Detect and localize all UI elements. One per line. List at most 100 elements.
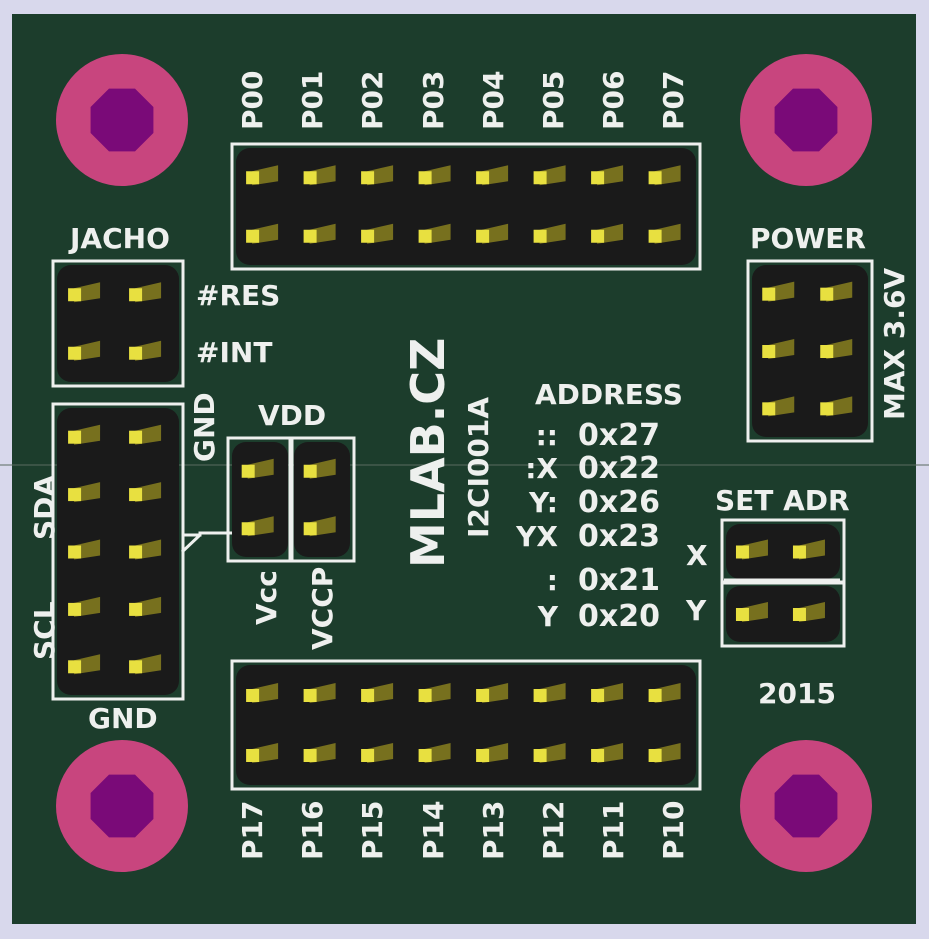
header-pin (476, 223, 509, 244)
set-adr-y-label: Y (685, 594, 707, 627)
address-row: Y: 0x26 (528, 485, 660, 520)
header-pin (648, 743, 681, 763)
header-pin (303, 165, 336, 186)
bottom-pin-label: P12 (537, 801, 570, 861)
bottom-pin-header (230, 659, 702, 791)
header-pin (129, 340, 162, 361)
address-value: 0x26 (578, 485, 660, 520)
header-pin (792, 602, 825, 622)
silk-trace (180, 533, 202, 554)
header-pin (68, 596, 101, 617)
header-pin (735, 602, 768, 622)
header-pin (820, 396, 853, 417)
header-pin (68, 539, 101, 560)
vcc-label: Vcc (250, 570, 283, 625)
bottom-pin-label: P17 (236, 801, 269, 861)
address-value: 0x20 (578, 599, 660, 634)
vccp-label: VCCP (306, 567, 339, 650)
header-pin (129, 482, 162, 503)
gnd-top-label: GND (188, 392, 221, 462)
top-pin-header (230, 142, 702, 271)
address-code: : (547, 564, 558, 597)
header-pin (533, 165, 566, 186)
header-pin (476, 165, 509, 186)
set-adr-y-jumper (720, 580, 846, 648)
bottom-pin-label: P11 (597, 801, 630, 861)
header-pin (303, 516, 336, 537)
header-pin (533, 683, 566, 703)
top-pin-label: P00 (236, 71, 269, 131)
header-pin (762, 281, 795, 302)
header-pin (68, 340, 101, 361)
header-pin (591, 683, 624, 703)
header-pin (129, 424, 162, 445)
header-pin (129, 539, 162, 560)
header-pin (591, 223, 624, 244)
header-pin (68, 654, 101, 675)
set-adr-x-jumper (720, 518, 846, 585)
header-pin (735, 539, 768, 560)
header-pin (533, 743, 566, 763)
address-value: 0x27 (578, 418, 660, 453)
set-adr-title: SET ADR (715, 484, 850, 517)
header-pin (361, 165, 394, 186)
address-value: 0x23 (578, 519, 660, 554)
address-code: Y: (528, 486, 558, 519)
sda-label: SDA (28, 475, 61, 540)
header-pin (418, 743, 451, 763)
mounting-hole (740, 740, 872, 872)
top-pin-label: P01 (296, 71, 329, 131)
mounting-hole (740, 54, 872, 186)
power-title: POWER (750, 222, 866, 255)
top-pin-label: P05 (537, 71, 570, 131)
bottom-pin-label: P14 (417, 801, 450, 861)
header-pin (591, 743, 624, 763)
header-pin (303, 743, 336, 763)
header-pin (418, 165, 451, 186)
header-pin (762, 396, 795, 417)
jacho-header (51, 259, 185, 388)
address-row: YX 0x23 (515, 519, 660, 554)
bottom-pin-label: P10 (657, 801, 690, 861)
vdd-jumper-vccp (288, 436, 356, 563)
power-header (746, 259, 874, 443)
vdd-jumper-vcc (226, 436, 294, 563)
header-pin (418, 683, 451, 703)
bottom-pin-label: P16 (296, 801, 329, 861)
header-pin (361, 683, 394, 703)
header-pin (476, 743, 509, 763)
address-row: Y 0x20 (537, 599, 660, 634)
header-pin (68, 424, 101, 445)
address-code: YX (515, 520, 558, 553)
top-pin-label: P06 (597, 71, 630, 131)
header-pin (68, 482, 101, 503)
address-row: :X 0x22 (525, 451, 660, 486)
address-value: 0x21 (578, 563, 660, 598)
header-pin (792, 539, 825, 560)
header-pin (648, 223, 681, 244)
set-adr-x-label: X (686, 539, 708, 572)
header-pin (418, 223, 451, 244)
part-label: I2CI001A (462, 397, 495, 538)
header-pin (476, 683, 509, 703)
header-pin (241, 458, 274, 479)
header-pin (591, 165, 624, 186)
bottom-pin-label: P13 (477, 801, 510, 861)
power-max-label: MAX 3.6V (878, 268, 911, 420)
address-code: Y (537, 600, 559, 633)
address-value: 0x22 (578, 451, 660, 486)
jacho-title: JACHO (68, 222, 170, 255)
top-pin-label: P04 (477, 71, 510, 131)
header-pin (303, 223, 336, 244)
address-title: ADDRESS (535, 378, 683, 411)
scl-label: SCL (28, 601, 61, 660)
header-pin (129, 596, 162, 617)
address-code: :X (525, 452, 558, 485)
top-pin-label: P07 (657, 71, 690, 131)
header-pin (303, 458, 336, 479)
header-pin (533, 223, 566, 244)
address-row: ::0x27 (536, 418, 660, 453)
header-pin (246, 165, 279, 186)
vdd-title: VDD (258, 399, 326, 432)
